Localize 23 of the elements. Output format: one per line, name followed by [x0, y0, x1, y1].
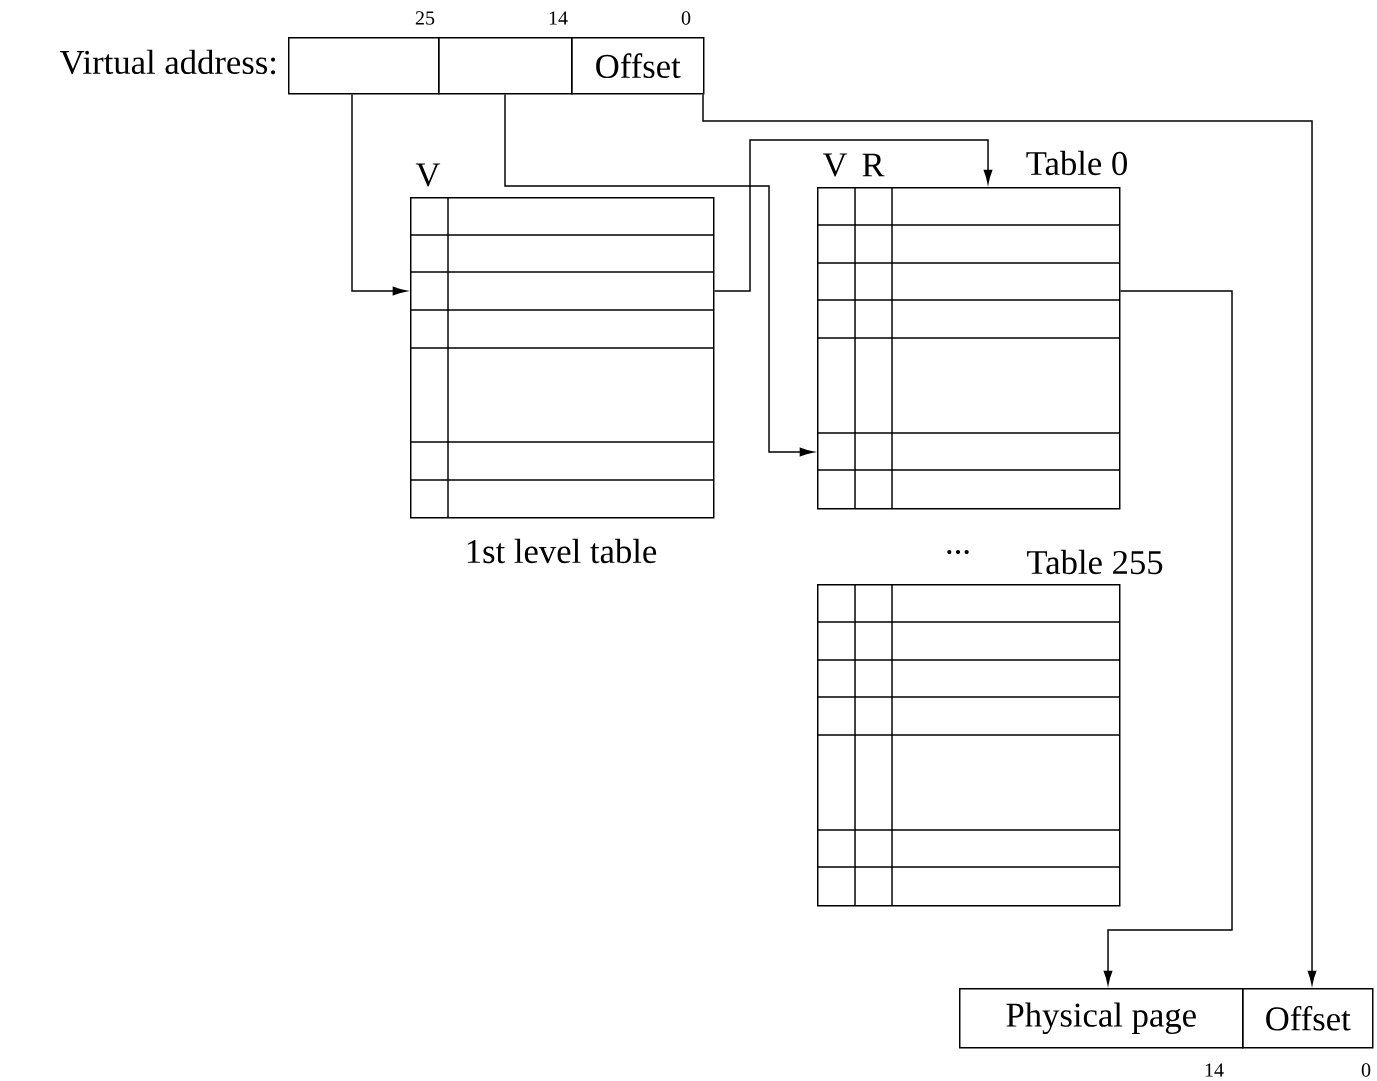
arrow: [702, 93, 1317, 985]
arrow: [504, 93, 814, 457]
address-field: Offset: [1242, 988, 1374, 1049]
column-header: R: [862, 153, 885, 177]
address-field: [288, 37, 440, 95]
column-header: V: [822, 153, 848, 177]
arrow: [1103, 290, 1233, 985]
table-caption: 1st level table: [467, 538, 657, 564]
bit-number: 25: [415, 11, 435, 25]
bit-number: 14: [1205, 1063, 1224, 1077]
bit-number: 14: [549, 11, 568, 25]
address-field: Physical page: [959, 988, 1244, 1049]
page-table: [816, 583, 1121, 907]
table-caption: Table 0: [1026, 150, 1127, 176]
column-header: V: [415, 163, 441, 187]
arrow: [713, 139, 993, 292]
address-field: Offset: [571, 37, 705, 95]
page-table: [816, 186, 1121, 510]
page-table: [409, 196, 715, 519]
arrow: [351, 93, 407, 296]
table-caption: Table 255: [1027, 549, 1163, 575]
address-field: [438, 37, 573, 95]
ellipsis: ...: [947, 549, 969, 555]
